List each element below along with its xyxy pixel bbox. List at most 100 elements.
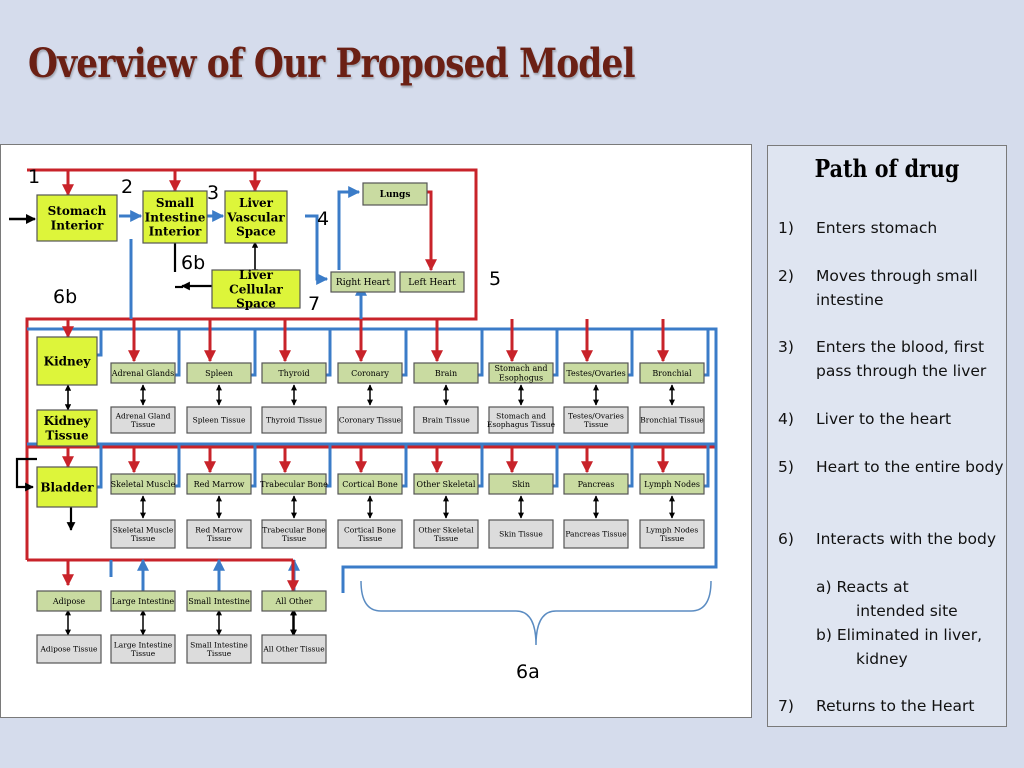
organ-box-skin: Skin xyxy=(488,473,554,495)
organ-box-bronchial: Bronchial xyxy=(639,362,705,384)
substep-continuation: intended site xyxy=(856,602,958,620)
tissue-box-brain-tissue-label: Brain Tissue xyxy=(422,416,470,425)
organ-box-trabecular-bone: Trabecular Bone xyxy=(260,473,328,495)
organ-box-small-intestine: Small Intestine xyxy=(186,590,252,612)
organ-box-bronchial-label: Bronchial xyxy=(652,369,692,378)
path-substep-a: a) Reacts at intended site xyxy=(816,575,1006,623)
lungs-to-left-heart xyxy=(425,190,437,272)
step-label-3: 3 xyxy=(207,182,219,204)
step-label-4: 4 xyxy=(317,208,329,230)
tissue-box-skin-tissue: Skin Tissue xyxy=(488,519,554,549)
left-heart-box: Left Heart xyxy=(399,271,465,293)
path-title: Path of drug xyxy=(814,154,960,183)
tissue-box-bronchial-tissue: Bronchial Tissue xyxy=(639,406,705,434)
right-heart-box-label: Right Heart xyxy=(336,278,391,288)
bladder-box: Bladder xyxy=(36,466,98,508)
organ-box-spleen: Spleen xyxy=(186,362,252,384)
tissue-box-all-other-tissue: All Other Tissue xyxy=(261,634,327,664)
tissue-box-adipose-tissue: Adipose Tissue xyxy=(36,634,102,664)
organ-box-lymph-nodes: Lymph Nodes xyxy=(639,473,705,495)
step-text: Heart to the entire body xyxy=(816,458,1004,476)
lungs-box: Lungs xyxy=(362,182,428,206)
kidney-box-label: Kidney xyxy=(44,354,92,368)
organ-box-skin-label: Skin xyxy=(512,480,530,489)
organ-box-pancreas: Pancreas xyxy=(563,473,629,495)
kidney-venous xyxy=(97,329,103,357)
step-text: Enters stomach xyxy=(816,219,938,237)
tissue-box-spleen-tissue-label: Spleen Tissue xyxy=(193,416,246,425)
lungs-box-label: Lungs xyxy=(380,190,411,200)
tissue-box-coronary-tissue-label: Coronary Tissue xyxy=(339,416,402,425)
organ-box-cortical-bone: Cortical Bone xyxy=(337,473,403,495)
tissue-box-pancreas-tissue-label: Pancreas Tissue xyxy=(565,530,627,539)
step-text: Returns to the Heart xyxy=(816,697,975,715)
kidney-to-bladder-arrow xyxy=(15,457,37,492)
kidney-box: Kidney xyxy=(36,336,98,386)
step-label-6a: 6a xyxy=(516,661,540,683)
organ-box-pancreas-label: Pancreas xyxy=(578,480,615,489)
step-number: 1) xyxy=(778,219,794,237)
organ-box-large-intestine: Large Intestine xyxy=(110,590,176,612)
organ-box-adrenal-glands: Adrenal Glands xyxy=(110,362,176,384)
organ-box-other-skeletal-label: Other Skeletal xyxy=(417,480,476,489)
substep-text: a) Reacts at xyxy=(816,578,909,596)
step-label-7: 7 xyxy=(308,293,320,315)
right-heart-to-lungs xyxy=(337,186,361,270)
tissue-box-all-other-tissue-label: All Other Tissue xyxy=(262,645,325,654)
tissue-box-brain-tissue: Brain Tissue xyxy=(413,406,479,434)
liver-to-right-heart xyxy=(305,214,329,285)
step-number: 7) xyxy=(778,697,794,715)
step-text: Moves through small intestine xyxy=(816,267,978,309)
tissue-box-spleen-tissue: Spleen Tissue xyxy=(186,406,252,434)
aorta-top-line xyxy=(27,168,478,282)
arterial-trunk-line xyxy=(25,282,478,560)
tissue-box-adipose-tissue-label: Adipose Tissue xyxy=(40,645,99,654)
tissue-box-thyroid-tissue: Thyroid Tissue xyxy=(261,406,327,434)
organ-box-other-skeletal: Other Skeletal xyxy=(413,473,479,495)
organ-box-adrenal-glands-label: Adrenal Glands xyxy=(111,369,175,378)
step-number: 2) xyxy=(778,267,794,285)
organ-box-large-intestine-label: Large Intestine xyxy=(112,597,175,606)
organ-box-small-intestine-label: Small Intestine xyxy=(188,597,250,606)
organ-box-thyroid-label: Thyroid xyxy=(278,369,309,378)
substep-text: b) Eliminated in liver, xyxy=(816,626,983,644)
organ-box-brain: Brain xyxy=(413,362,479,384)
organ-box-red-marrow: Red Marrow xyxy=(186,473,252,495)
tissue-box-pancreas-tissue: Pancreas Tissue xyxy=(563,519,629,549)
step-number: 5) xyxy=(778,458,794,476)
organ-box-skeletal-muscle: Skeletal Muscle xyxy=(110,473,176,495)
tissue-box-thyroid-tissue-label: Thyroid Tissue xyxy=(266,416,323,425)
organ-box-adipose-label: Adipose xyxy=(52,597,86,606)
organ-box-cortical-bone-label: Cortical Bone xyxy=(342,480,398,489)
organ-box-red-marrow-label: Red Marrow xyxy=(194,480,245,489)
group-6a-bracket xyxy=(360,580,712,646)
step-text: Liver to the heart xyxy=(816,410,952,428)
organ-box-adipose: Adipose xyxy=(36,590,102,612)
